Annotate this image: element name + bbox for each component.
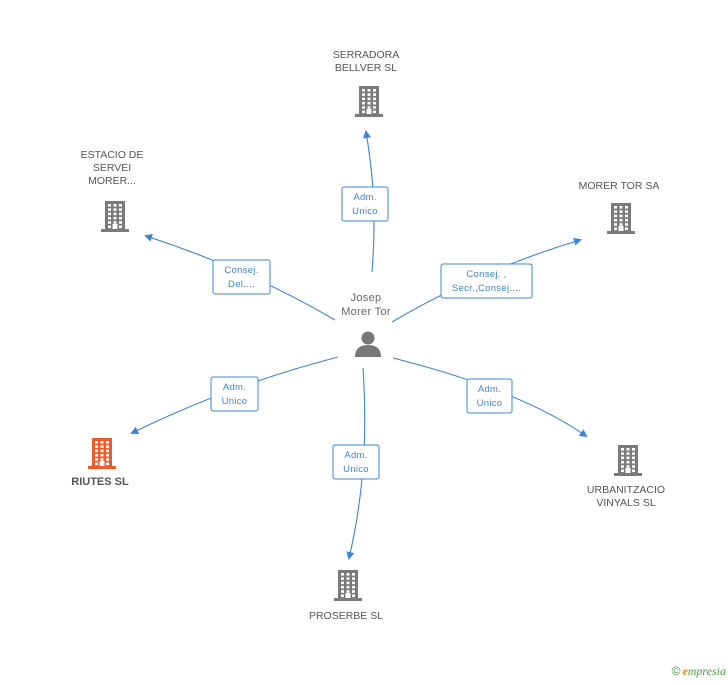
relation-text: Consej. ,	[466, 269, 506, 280]
relation-text: Adm.	[344, 450, 367, 461]
building-icon	[334, 570, 362, 601]
building-icon	[101, 201, 129, 232]
building-icon	[355, 86, 383, 117]
relation-box[interactable]	[332, 444, 380, 480]
relation-box[interactable]	[440, 263, 533, 299]
relation-text: Adm.	[478, 384, 501, 395]
brand-logo-text: mpresia	[687, 664, 726, 678]
person-name-line[interactable]: Morer Tor	[341, 306, 391, 318]
company-label-morer-tor[interactable]: MORER TOR SA	[579, 180, 660, 192]
brand-logo-initial: e	[682, 664, 688, 678]
company-label-estacio[interactable]: SERVEI	[93, 162, 131, 174]
brand-footer: ©empresia	[672, 664, 726, 679]
relation-label-estacio[interactable]: Consej. Del....	[212, 259, 271, 295]
relation-text: Secr.,Consej....	[452, 283, 521, 294]
relation-text: Unico	[343, 464, 369, 475]
relation-text: Adm.	[223, 382, 246, 393]
relation-box[interactable]	[212, 259, 271, 295]
person-name-line[interactable]: Josep	[351, 292, 382, 304]
company-label-estacio[interactable]: ESTACIO DE	[81, 149, 144, 161]
relation-box[interactable]	[466, 378, 513, 414]
company-label-riutes[interactable]: RIUTES SL	[71, 476, 129, 488]
copyright-symbol: ©	[671, 664, 681, 678]
relation-label-proserbe[interactable]: Adm. Unico	[332, 444, 380, 480]
relation-text: Consej.	[224, 265, 258, 276]
company-label-urbanitzacio[interactable]: URBANITZACIO	[587, 484, 665, 496]
relation-box[interactable]	[210, 376, 259, 412]
person-icon	[355, 331, 381, 357]
relation-label-urbanitzacio[interactable]: Adm. Unico	[466, 378, 513, 414]
relation-text: Unico	[352, 206, 378, 217]
relation-label-riutes[interactable]: Adm. Unico	[210, 376, 259, 412]
relation-label-serradora[interactable]: Adm. Unico	[341, 186, 389, 222]
company-label-serradora[interactable]: BELLVER SL	[335, 62, 397, 74]
company-label-estacio[interactable]: MORER...	[88, 175, 136, 187]
company-label-proserbe[interactable]: PROSERBE SL	[309, 610, 383, 622]
relation-label-morer-tor[interactable]: Consej. , Secr.,Consej....	[440, 263, 533, 299]
company-label-urbanitzacio[interactable]: VINYALS SL	[596, 497, 655, 509]
company-label-serradora[interactable]: SERRADORA	[333, 49, 400, 61]
building-icon	[88, 438, 116, 469]
relation-box[interactable]	[341, 186, 389, 222]
relation-text: Del....	[228, 279, 255, 290]
relation-text: Unico	[477, 398, 503, 409]
relation-text: Unico	[222, 396, 248, 407]
relation-text: Adm.	[353, 192, 376, 203]
building-icon	[614, 445, 642, 476]
building-icon	[607, 203, 635, 234]
